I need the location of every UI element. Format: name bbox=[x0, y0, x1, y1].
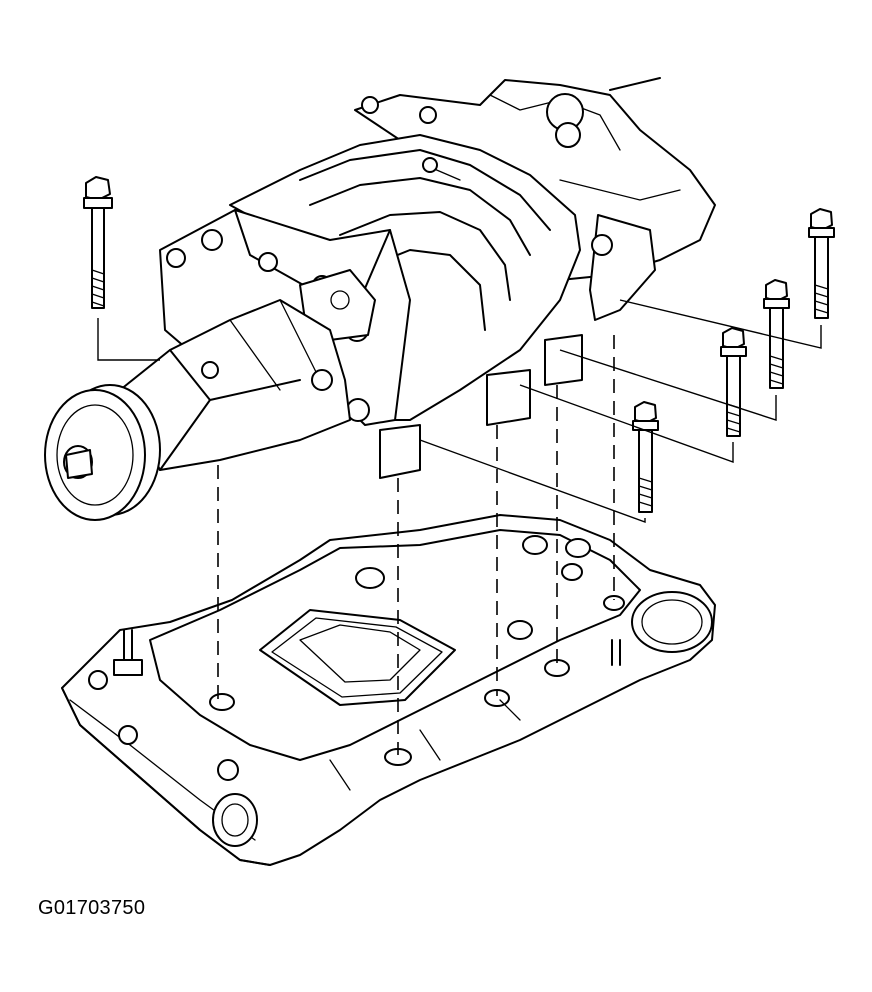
leader-lines bbox=[97, 299, 822, 524]
bolt-left bbox=[83, 176, 113, 309]
bolt-right-2 bbox=[763, 279, 790, 389]
intake-manifold bbox=[61, 514, 716, 866]
bolt-right-4 bbox=[632, 401, 659, 513]
figure-id-label: G01703750 bbox=[38, 897, 146, 919]
alignment-lines bbox=[217, 335, 615, 755]
bolt-right-1 bbox=[808, 208, 835, 319]
supercharger-assembly bbox=[44, 77, 716, 521]
bolt-right-3 bbox=[720, 327, 747, 437]
